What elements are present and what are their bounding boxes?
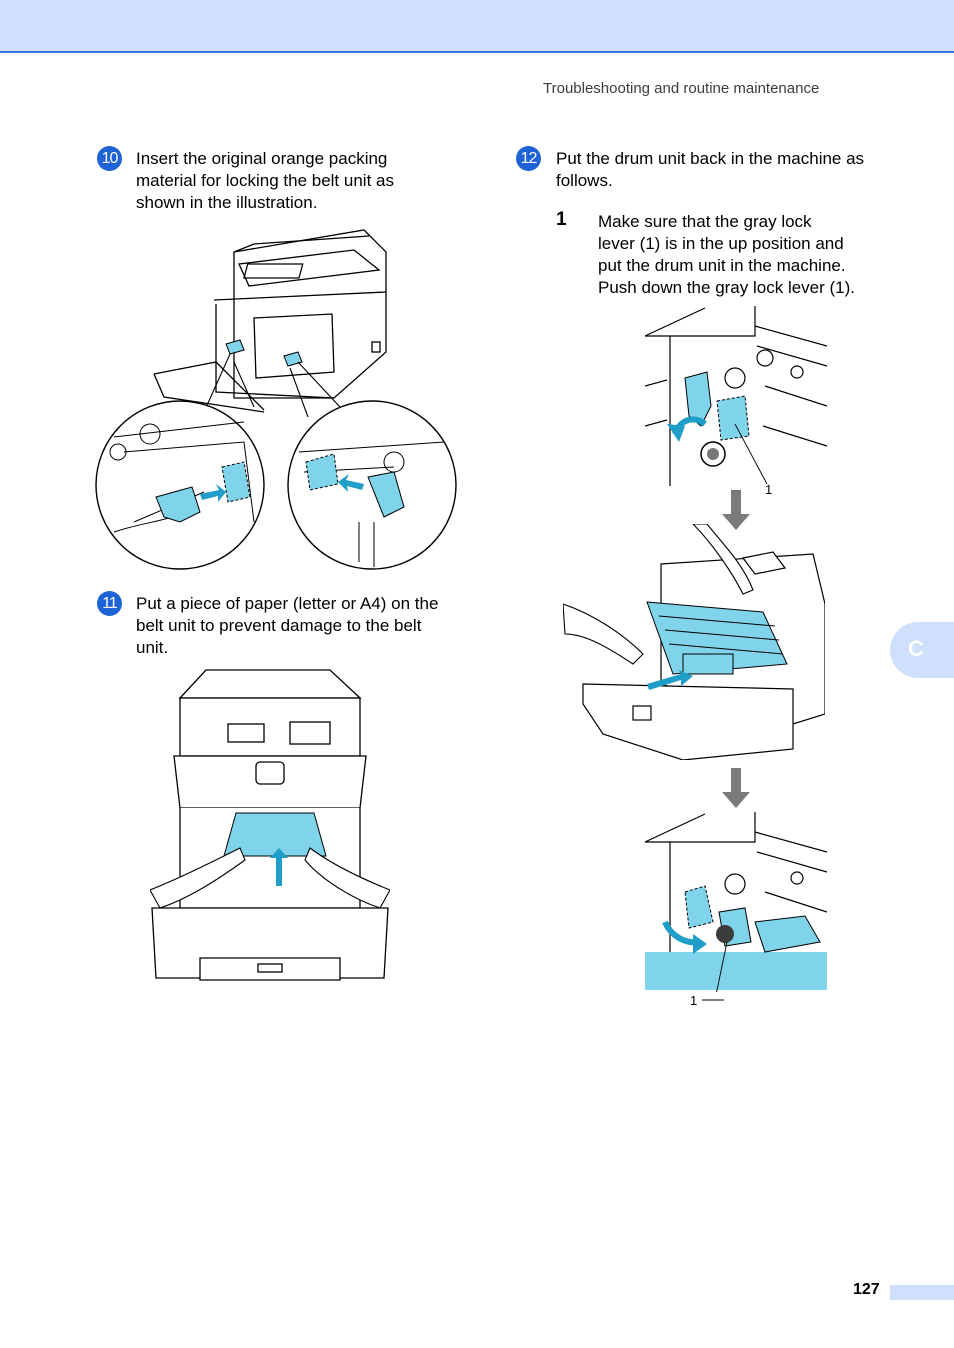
substep-text: Make sure that the gray lock lever (1) i… [598,211,855,299]
step-10-text: Insert the original orange packing mater… [136,148,394,214]
callout-lever-bottom: 1 [690,993,698,1008]
chapter-tab: C [890,622,954,678]
chapter-tab-label: C [908,636,924,661]
header-band [0,0,954,53]
insert-drum-illustration [563,524,825,760]
step-12-line-2: follows. [556,171,613,190]
lock-lever-down-illustration [645,812,827,992]
page-number: 127 [853,1281,880,1298]
substep-line-2: lever (1) is in the up position and [598,234,844,253]
substep-number: 1 [556,209,567,230]
step-11-line-3: unit. [136,638,169,657]
step-badge-11: 11 [97,591,122,616]
step-10-line-1: Insert the original orange packing [136,149,388,168]
footer-bar [890,1285,954,1300]
step-10-line-2: material for locking the belt unit as [136,171,394,190]
substep-line-1: Make sure that the gray lock [598,212,812,231]
step-11-line-1: Put a piece of paper (letter or A4) on t… [136,594,439,613]
step-11-text: Put a piece of paper (letter or A4) on t… [136,593,438,659]
callout-lever-top: 1 [765,482,773,497]
step-12-line-1: Put the drum unit back in the machine as [556,149,865,168]
down-arrow-icon [722,768,750,808]
running-title: Troubleshooting and routine maintenance [543,80,820,97]
substep-line-3: put the drum unit in the machine. [598,256,846,275]
step-12-text: Put the drum unit back in the machine as… [556,148,864,192]
step-11-line-2: belt unit to prevent damage to the belt [136,616,422,635]
step-badge-10: 10 [97,146,122,171]
down-arrow-icon [722,490,750,530]
step-10-line-3: shown in the illustration. [136,193,318,212]
step-badge-12: 12 [516,146,541,171]
paper-on-belt-illustration [150,669,390,981]
lock-lever-up-illustration [645,306,827,486]
substep-line-4: Push down the gray lock lever (1). [598,278,856,297]
callout-leader-line [702,999,724,1001]
packing-material-illustration [95,229,457,570]
